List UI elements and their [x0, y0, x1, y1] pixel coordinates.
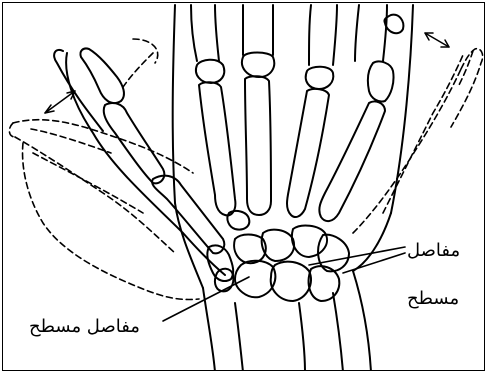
- index-finger-bones: [191, 5, 249, 230]
- label-flat-joints-left: مفاصل مسطح: [29, 316, 140, 338]
- carpal-bones: [215, 226, 349, 301]
- little-finger-bones: [319, 5, 403, 221]
- label-flat-joints-right-line2: مسطح: [407, 288, 459, 310]
- middle-finger-bones: [242, 5, 274, 215]
- label-flat-joints-right-line1: مفاصل: [407, 240, 460, 262]
- figure-frame: مفاصل مسطح مفاصل مسطح: [2, 2, 485, 371]
